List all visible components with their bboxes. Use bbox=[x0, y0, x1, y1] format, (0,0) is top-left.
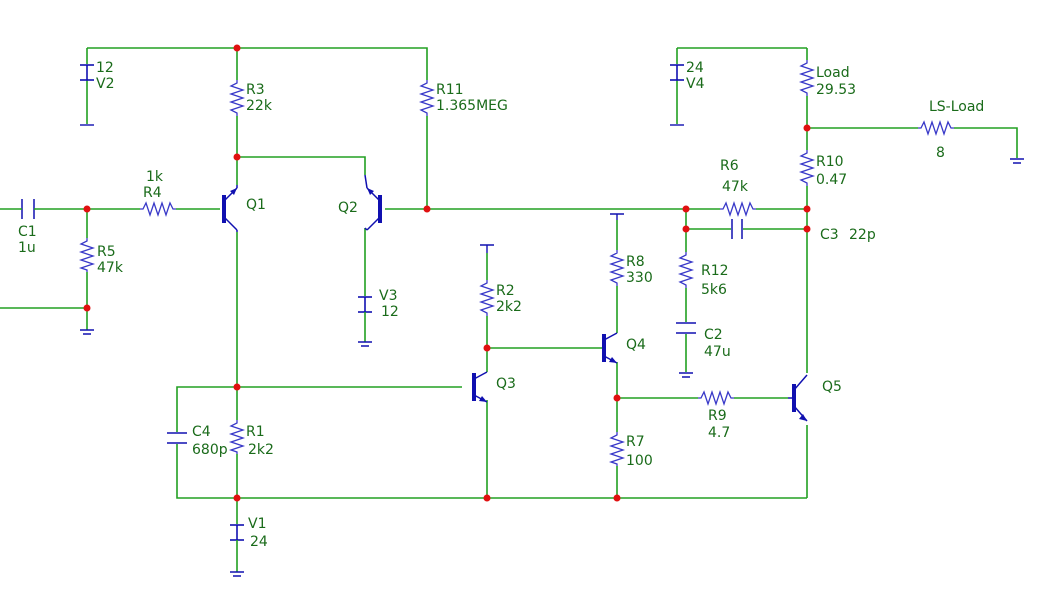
ls-load-resistor bbox=[918, 119, 954, 137]
r6-name-label: R6 bbox=[720, 158, 739, 174]
c3-name-label: C3 bbox=[820, 227, 839, 243]
wires bbox=[0, 47, 1018, 524]
c3-value-label: 22p bbox=[849, 227, 876, 243]
v3-name-label: V3 bbox=[379, 288, 397, 304]
r9-name-label: R9 bbox=[708, 408, 727, 424]
r11-value-label: 1.365MEG bbox=[436, 98, 508, 114]
r12-value-label: 5k6 bbox=[701, 282, 727, 298]
q1-name-label: Q1 bbox=[246, 197, 266, 213]
r3-resistor bbox=[228, 80, 246, 116]
r10-value-label: 0.47 bbox=[816, 172, 847, 188]
v3-value-label: 12 bbox=[381, 304, 399, 320]
v4-source bbox=[670, 64, 684, 81]
q2-transistor bbox=[364, 174, 382, 231]
c1-value-label: 1u bbox=[18, 240, 36, 256]
r7-resistor bbox=[608, 432, 626, 466]
v2-source bbox=[80, 64, 94, 81]
q2-name-label: Q2 bbox=[338, 200, 358, 216]
r3-name-label: R3 bbox=[246, 82, 265, 98]
c2-capacitor bbox=[676, 322, 696, 334]
resistors bbox=[78, 60, 954, 466]
v4-value-label: 24 bbox=[686, 60, 704, 76]
v3-source bbox=[358, 296, 372, 342]
ground-icon bbox=[610, 213, 624, 220]
c1-capacitor bbox=[20, 199, 36, 219]
c1-name-label: C1 bbox=[18, 224, 37, 240]
r8-name-label: R8 bbox=[626, 254, 645, 270]
v1-name-label: V1 bbox=[248, 516, 266, 532]
r2-value-label: 2k2 bbox=[496, 299, 522, 315]
r11-resistor bbox=[418, 80, 436, 116]
r10-resistor bbox=[798, 150, 816, 186]
r2-resistor bbox=[478, 280, 496, 316]
c3-capacitor bbox=[731, 219, 743, 239]
v2-name-label: V2 bbox=[96, 76, 114, 92]
r10-name-label: R10 bbox=[816, 154, 844, 170]
r6-value-label: 47k bbox=[722, 179, 749, 195]
load-resistor bbox=[798, 60, 816, 96]
q4-transistor bbox=[602, 332, 618, 364]
r4-resistor bbox=[140, 200, 176, 218]
q5-name-label: Q5 bbox=[822, 379, 842, 395]
r7-name-label: R7 bbox=[626, 434, 645, 450]
r8-resistor bbox=[608, 250, 626, 286]
r4-value-label: 1k bbox=[146, 169, 164, 185]
q5-transistor bbox=[788, 374, 808, 422]
c4-name-label: C4 bbox=[192, 424, 211, 440]
r5-resistor bbox=[78, 238, 96, 272]
r1-name-label: R1 bbox=[246, 424, 265, 440]
r12-resistor bbox=[677, 252, 695, 288]
v2-value-label: 12 bbox=[96, 60, 114, 76]
load-name-label: Load bbox=[816, 65, 850, 81]
c2-name-label: C2 bbox=[704, 327, 723, 343]
r8-value-label: 330 bbox=[626, 270, 653, 286]
ls-load-name-label: LS-Load bbox=[929, 99, 984, 115]
r5-value-label: 47k bbox=[97, 260, 124, 276]
ground-icon bbox=[80, 329, 94, 335]
r6-resistor bbox=[720, 200, 756, 218]
ls-load-value-label: 8 bbox=[936, 145, 945, 161]
ground-icon bbox=[1010, 158, 1024, 164]
capacitors bbox=[20, 199, 743, 444]
c4-capacitor bbox=[167, 432, 187, 444]
r3-value-label: 22k bbox=[246, 98, 273, 114]
transistors bbox=[222, 174, 808, 422]
component-labels: 12 V2 24 V4 R3 22k R11 1.365MEG 1k R4 C1… bbox=[18, 60, 984, 550]
ground-icon bbox=[679, 372, 693, 378]
r12-name-label: R12 bbox=[701, 263, 729, 279]
ground-symbols bbox=[80, 124, 1024, 577]
q1-transistor bbox=[222, 185, 238, 232]
r7-value-label: 100 bbox=[626, 453, 653, 469]
v1-value-label: 24 bbox=[250, 534, 268, 550]
r5-name-label: R5 bbox=[97, 244, 116, 260]
q3-transistor bbox=[472, 371, 488, 403]
r9-resistor bbox=[698, 389, 734, 407]
ground-icon bbox=[480, 244, 494, 253]
load-value-label: 29.53 bbox=[816, 82, 856, 98]
c2-value-label: 47u bbox=[704, 344, 731, 360]
ground-icon bbox=[230, 571, 244, 577]
c4-value-label: 680p bbox=[192, 442, 228, 458]
r2-name-label: R2 bbox=[496, 283, 515, 299]
r9-value-label: 4.7 bbox=[708, 425, 730, 441]
ground-icon bbox=[358, 341, 372, 347]
junction-nodes bbox=[83, 44, 811, 502]
r11-name-label: R11 bbox=[436, 82, 464, 98]
v1-source bbox=[230, 524, 244, 572]
q3-name-label: Q3 bbox=[496, 376, 516, 392]
r1-resistor bbox=[228, 420, 246, 454]
v4-name-label: V4 bbox=[686, 76, 705, 92]
voltage-sources bbox=[80, 64, 684, 572]
r4-name-label: R4 bbox=[143, 185, 162, 201]
r1-value-label: 2k2 bbox=[248, 442, 274, 458]
q4-name-label: Q4 bbox=[626, 337, 646, 353]
